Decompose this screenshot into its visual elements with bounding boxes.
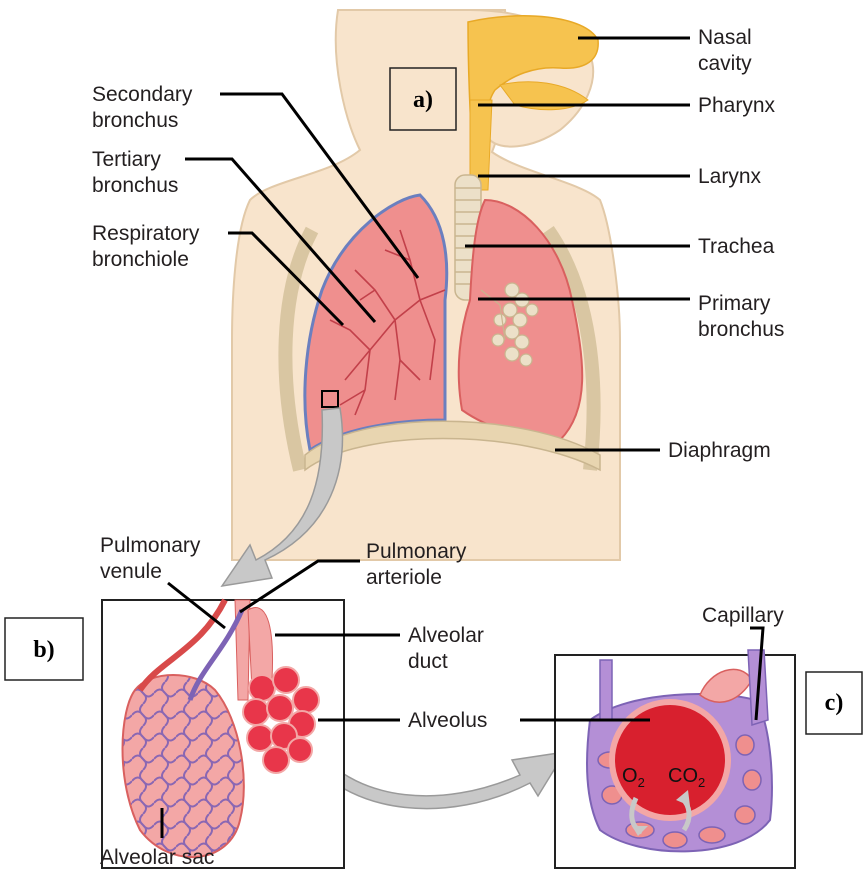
label-carbon-dioxide-subscript: 2 — [698, 775, 705, 790]
zoom-arrow-b-to-c — [312, 752, 565, 809]
capillary-tube-left — [600, 660, 612, 720]
label-pharynx: Pharynx — [698, 94, 776, 117]
label-tertiary-bronchus-2: bronchus — [92, 174, 178, 197]
label-alveolar-duct-2: duct — [408, 650, 448, 673]
label-carbon-dioxide-main: CO — [668, 765, 698, 787]
label-trachea: Trachea — [698, 235, 775, 258]
label-tertiary-bronchus-1: Tertiary — [92, 148, 161, 171]
label-respiratory-bronchiole-2: bronchiole — [92, 248, 189, 271]
panel-c-tag: c) — [825, 690, 844, 716]
label-larynx: Larynx — [698, 165, 762, 188]
label-respiratory-bronchiole-1: Respiratory — [92, 222, 200, 245]
label-primary-bronchus-1: Primary — [698, 292, 771, 315]
label-pulmonary-venule-1: Pulmonary — [100, 534, 201, 557]
label-secondary-bronchus-1: Secondary — [92, 83, 193, 106]
label-oxygen-main: O — [622, 765, 638, 787]
label-secondary-bronchus-2: bronchus — [92, 109, 178, 132]
label-oxygen-subscript: 2 — [638, 775, 645, 790]
label-primary-bronchus-2: bronchus — [698, 318, 784, 341]
label-nasal-cavity-1: Nasal — [698, 26, 752, 49]
label-pulmonary-arteriole-2: arteriole — [366, 566, 442, 589]
label-pulmonary-arteriole-1: Pulmonary — [366, 540, 467, 563]
panel-a-tag: a) — [413, 87, 433, 113]
label-capillary: Capillary — [702, 604, 784, 627]
label-alveolar-duct-1: Alveolar — [408, 624, 484, 647]
label-pulmonary-venule-2: venule — [100, 560, 162, 583]
label-alveolus: Alveolus — [408, 709, 487, 732]
panel-b-tag: b) — [33, 637, 54, 663]
label-alveolar-sac: Alveolar sac — [100, 846, 214, 869]
label-nasal-cavity-2: cavity — [698, 52, 752, 75]
label-diaphragm: Diaphragm — [668, 439, 771, 462]
